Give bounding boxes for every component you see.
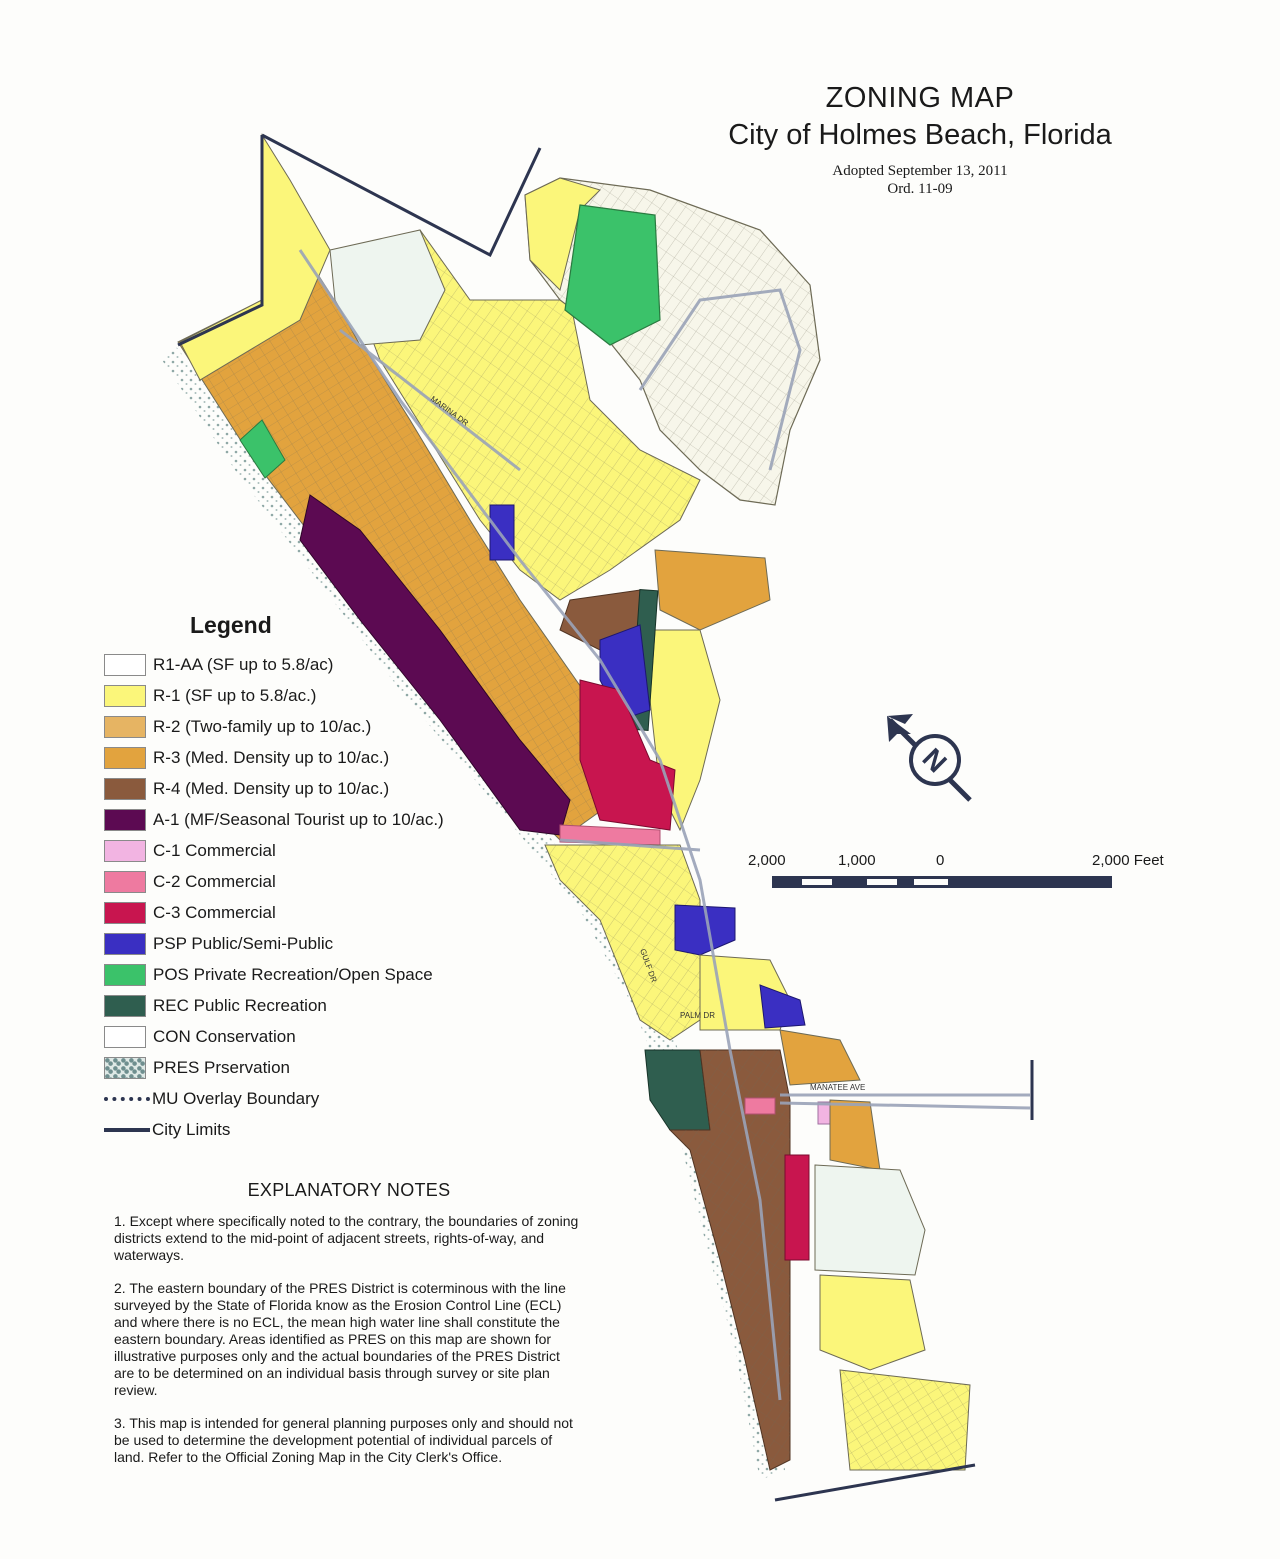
ordinance-number: Ord. 11-09	[887, 181, 953, 197]
legend-swatch	[104, 1127, 150, 1132]
legend-label: City Limits	[152, 1119, 231, 1139]
zone-psp-north	[489, 504, 515, 561]
parcel-lines	[545, 845, 700, 1040]
legend-swatch	[104, 932, 146, 955]
legend-label: R-2 (Two-family up to 10/ac.)	[153, 716, 372, 736]
scale-bar	[772, 876, 1112, 888]
zone-pos-golf	[564, 204, 661, 346]
zone-r1-west-strip	[179, 133, 331, 381]
zone-r3-southeast-2	[829, 1099, 881, 1171]
legend-item: R1-AA (SF up to 5.8/ac)	[104, 649, 524, 680]
page-subtitle: City of Holmes Beach, Florida	[728, 119, 1112, 151]
legend-swatch	[104, 715, 146, 738]
scale-label: 1,000	[838, 852, 876, 869]
adopted-date: Adopted September 13, 2011	[832, 163, 1008, 179]
legend-label: C-3 Commercial	[153, 902, 276, 922]
legend-item: MU Overlay Boundary	[104, 1083, 524, 1114]
page-title: ZONING MAP	[825, 82, 1015, 114]
legend-item: R-4 (Med. Density up to 10/ac.)	[104, 773, 524, 804]
zone-r1-southeast	[819, 1274, 926, 1371]
legend-label: A-1 (MF/Seasonal Tourist up to 10/ac.)	[153, 809, 444, 829]
legend-swatch	[104, 653, 146, 676]
legend-label: PRES Prservation	[153, 1057, 290, 1077]
legend-item: R-1 (SF up to 5.8/ac.)	[104, 680, 524, 711]
street-label: PALM DR	[680, 1011, 715, 1020]
legend-item: PSP Public/Semi-Public	[104, 928, 524, 959]
adoption-info: Adopted September 13, 2011 Ord. 11-09	[690, 162, 1150, 198]
zone-r3-east-arm	[654, 549, 771, 631]
legend-item: C-2 Commercial	[104, 866, 524, 897]
title-block: ZONING MAP City of Holmes Beach, Florida…	[690, 82, 1150, 198]
legend-label: PSP Public/Semi-Public	[153, 933, 334, 953]
legend-label: R-3 (Med. Density up to 10/ac.)	[153, 747, 390, 767]
note-item: 3. This map is intended for general plan…	[114, 1415, 573, 1465]
legend-item: C-1 Commercial	[104, 835, 524, 866]
legend-label: C-2 Commercial	[153, 871, 276, 891]
parcel-lines	[840, 1370, 970, 1470]
legend-swatch	[104, 746, 146, 769]
explanatory-notes: EXPLANATORY NOTES 1. Except where specif…	[114, 1180, 584, 1482]
notes-title: EXPLANATORY NOTES	[247, 1180, 451, 1200]
legend-swatch	[104, 684, 146, 707]
legend-swatch	[104, 994, 146, 1017]
note-item: 1. Except where specifically noted to th…	[114, 1213, 579, 1263]
legend-items: R1-AA (SF up to 5.8/ac) R-1 (SF up to 5.8…	[104, 649, 524, 1145]
street-label: MANATEE AVE	[810, 1083, 865, 1092]
legend-item: R-2 (Two-family up to 10/ac.)	[104, 711, 524, 742]
legend-swatch	[104, 901, 146, 924]
legend-label: C-1 Commercial	[153, 840, 276, 860]
legend-label: MU Overlay Boundary	[152, 1088, 320, 1108]
zone-rec-south	[644, 1049, 711, 1131]
zone-c3-south	[784, 1154, 810, 1261]
legend-item: POS Private Recreation/Open Space	[104, 959, 524, 990]
legend-item: C-3 Commercial	[104, 897, 524, 928]
legend-label: R-1 (SF up to 5.8/ac.)	[153, 685, 317, 705]
legend-label: REC Public Recreation	[153, 995, 327, 1015]
legend: Legend R1-AA (SF up to 5.8/ac) R-1 (SF up…	[104, 612, 524, 1145]
legend-title: Legend	[190, 612, 272, 638]
north-arrow-icon: N	[887, 714, 972, 802]
note-item: 2. The eastern boundary of the PRES Dist…	[114, 1280, 566, 1398]
zone-c2-south	[744, 1097, 776, 1115]
legend-item: A-1 (MF/Seasonal Tourist up to 10/ac.)	[104, 804, 524, 835]
legend-item: City Limits	[104, 1114, 524, 1145]
legend-label: CON Conservation	[153, 1026, 296, 1046]
legend-swatch	[104, 870, 146, 893]
parcel-lines	[340, 230, 700, 600]
legend-label: R1-AA (SF up to 5.8/ac)	[153, 654, 334, 674]
city-limits	[177, 133, 1034, 1502]
legend-swatch	[104, 808, 146, 831]
legend-label: R-4 (Med. Density up to 10/ac.)	[153, 778, 390, 798]
zone-con-southeast	[814, 1164, 926, 1276]
zone-pos-small	[239, 419, 286, 479]
legend-swatch	[104, 1096, 150, 1101]
parcel-lines	[670, 1050, 790, 1470]
zone-psp-east	[759, 984, 806, 1029]
road-network	[298, 249, 1031, 1401]
legend-swatch	[104, 777, 146, 800]
zone-r3-southeast	[779, 1029, 861, 1086]
zone-psp-mid	[674, 904, 736, 956]
legend-item: REC Public Recreation	[104, 990, 524, 1021]
legend-swatch	[104, 963, 146, 986]
scale-label: 2,000 Feet	[1092, 852, 1164, 869]
legend-item: CON Conservation	[104, 1021, 524, 1052]
legend-label: POS Private Recreation/Open Space	[153, 964, 433, 984]
scale-labels: 2,000 1,000 0 2,000 Feet	[740, 852, 1180, 872]
legend-swatch	[104, 1056, 146, 1079]
legend-item: R-3 (Med. Density up to 10/ac.)	[104, 742, 524, 773]
scale-label: 0	[936, 852, 945, 869]
legend-item: PRES Prservation	[104, 1052, 524, 1083]
scale-label: 2,000	[748, 852, 786, 869]
legend-swatch	[104, 839, 146, 862]
legend-swatch	[104, 1025, 146, 1048]
